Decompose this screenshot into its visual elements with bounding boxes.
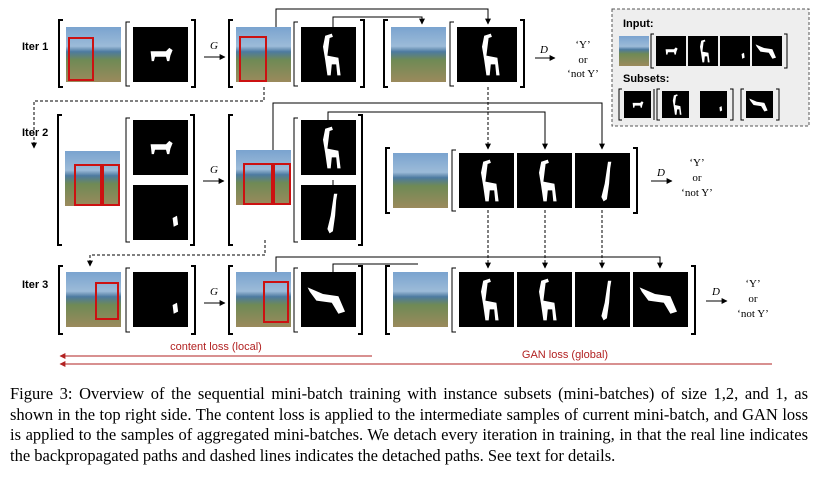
instance-box xyxy=(68,37,94,81)
gan-loss-label: GAN loss (global) xyxy=(522,349,608,361)
figure-diagram: Iter 1 Iter 2 Iter 3 G D ‘Y’ or ‘not Y’ xyxy=(22,8,810,367)
generator-label-3: G xyxy=(210,286,218,298)
detached-path-2 xyxy=(87,240,266,267)
output-noty-2: ‘not Y’ xyxy=(681,187,713,199)
generated-photo xyxy=(236,27,291,82)
iter1-gen-output xyxy=(228,19,365,88)
detached-path-1 xyxy=(31,87,265,149)
figure-caption: Figure 3: Overview of the sequential min… xyxy=(10,384,808,465)
iter1-aggregate xyxy=(383,19,525,88)
iter3-gen-output xyxy=(228,265,363,335)
iter1-input-group xyxy=(58,19,196,88)
iter2-aggregate xyxy=(385,147,638,214)
output-or-1: or xyxy=(578,54,588,66)
discriminator-label-2: D xyxy=(656,167,665,179)
loss-arrows: content loss (local) GAN loss (global) xyxy=(59,341,772,367)
legend-input-title: Input: xyxy=(623,18,654,30)
row-label-iter3: Iter 3 xyxy=(22,279,48,291)
row-label-iter2: Iter 2 xyxy=(22,127,48,139)
iter3-input-group xyxy=(58,265,196,335)
content-loss-label: content loss (local) xyxy=(170,341,262,353)
output-or-2: or xyxy=(692,172,702,184)
output-y-1: ‘Y’ xyxy=(575,39,590,51)
output-noty-1: ‘not Y’ xyxy=(567,68,599,80)
iter2-input-group xyxy=(57,114,195,246)
generator-label-1: G xyxy=(210,40,218,52)
connectors-iter1 xyxy=(275,8,491,27)
discriminator-label-3: D xyxy=(711,286,720,298)
output-y-2: ‘Y’ xyxy=(689,157,704,169)
output-noty-3: ‘not Y’ xyxy=(737,308,769,320)
row-label-iter1: Iter 1 xyxy=(22,41,48,53)
generator-label-2: G xyxy=(210,164,218,176)
output-or-3: or xyxy=(748,293,758,305)
legend-subsets-title: Subsets: xyxy=(623,73,669,85)
legend-panel: Input: Subsets: xyxy=(611,8,810,127)
discriminator-label-1: D xyxy=(539,44,548,56)
iter2-gen-output xyxy=(228,114,363,246)
iter3-aggregate xyxy=(385,265,696,335)
connectors-iter3 xyxy=(275,210,663,272)
output-y-3: ‘Y’ xyxy=(745,278,760,290)
connectors-iter2 xyxy=(272,87,605,185)
